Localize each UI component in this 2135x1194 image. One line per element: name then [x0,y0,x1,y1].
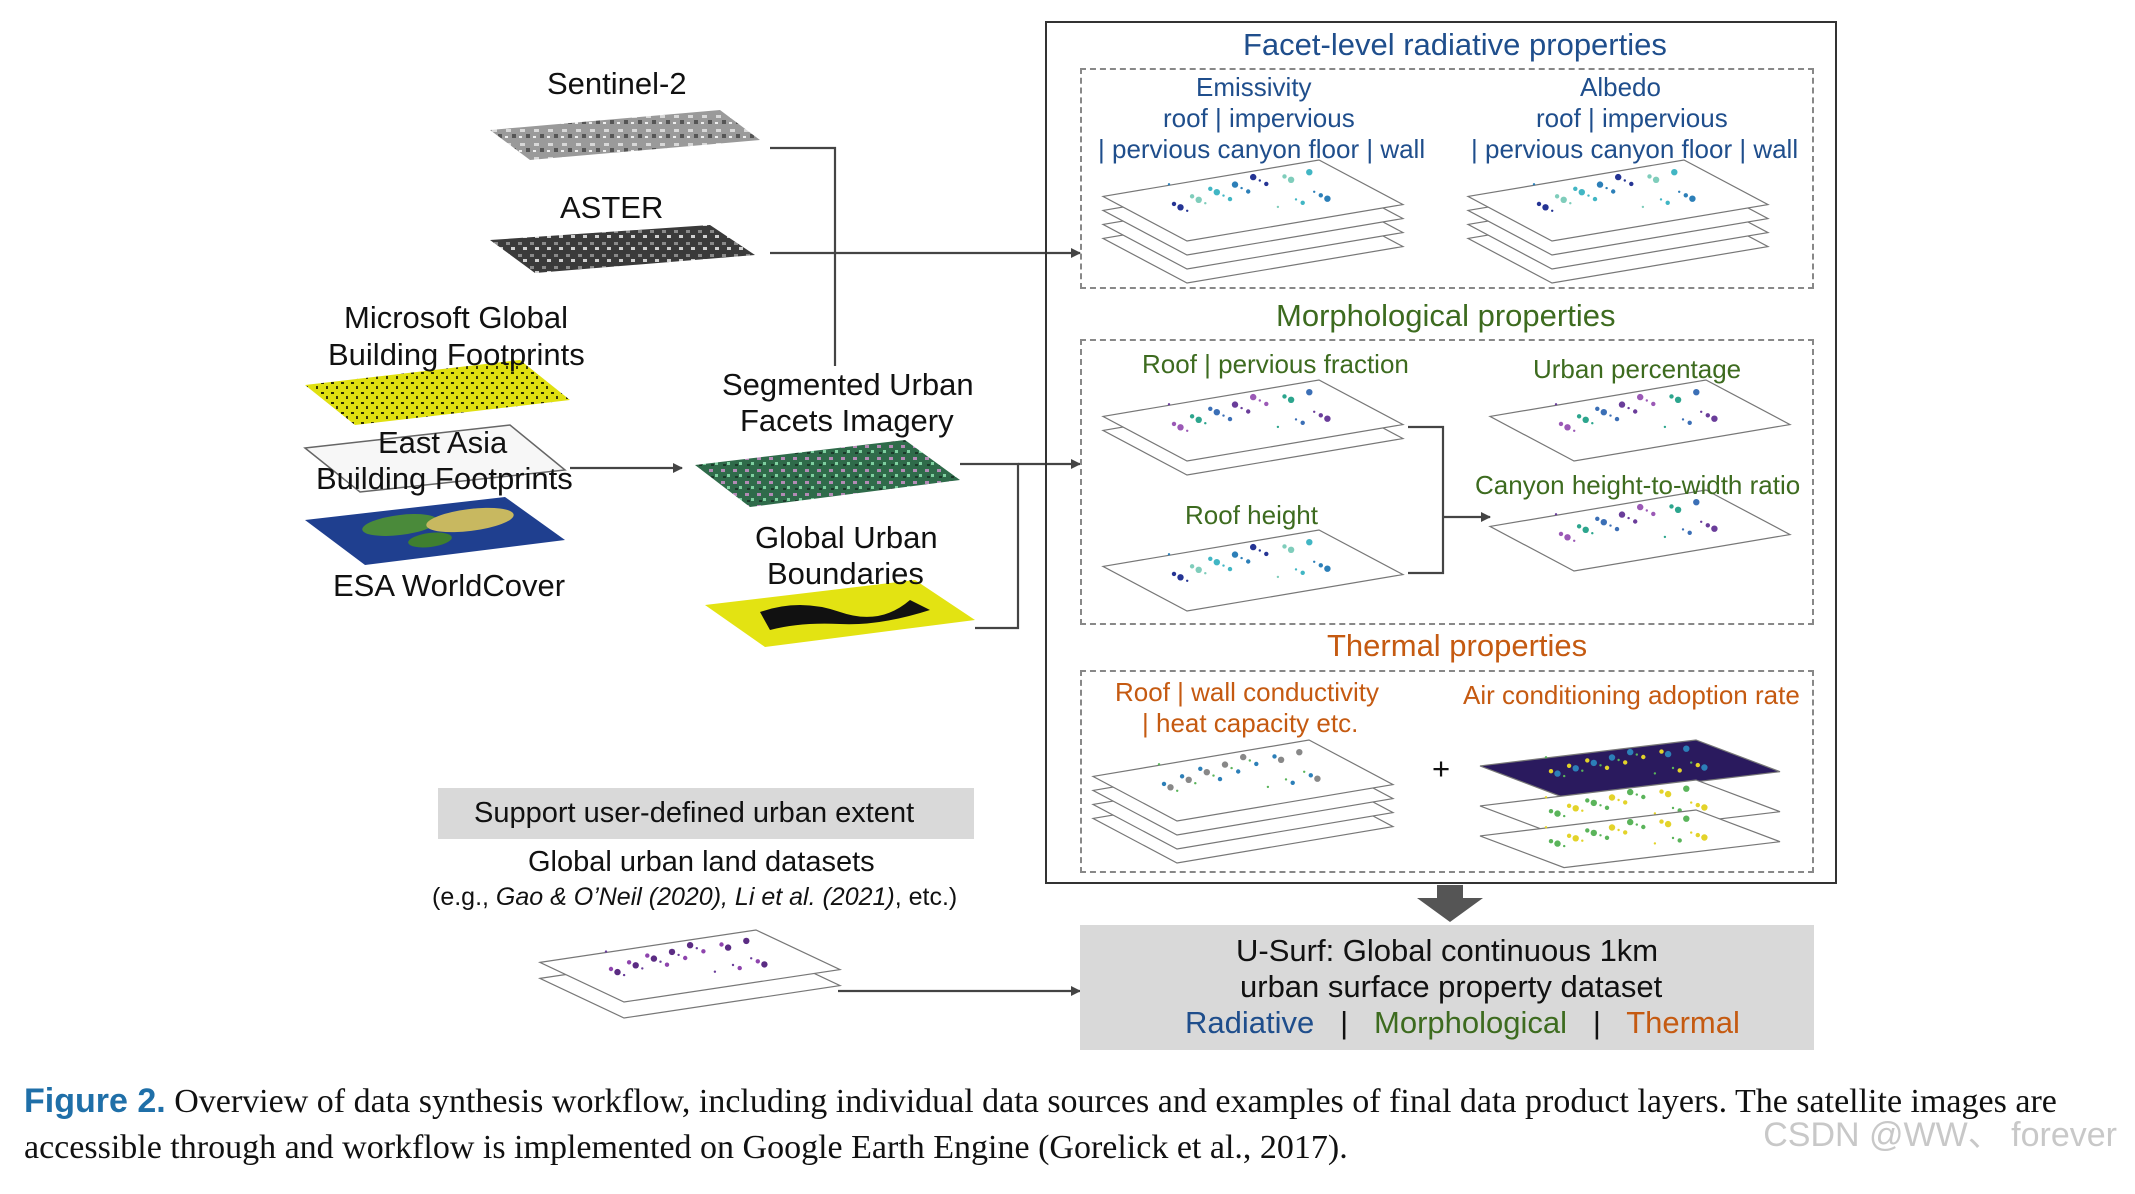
emissivity-label: Emissivity [1196,72,1312,102]
eastasia-footprints-image [303,424,567,493]
eastasia-label-2: Building Footprints [316,461,573,496]
eastasia-label-1: East Asia [378,425,508,460]
references-suffix: , etc.) [894,883,958,911]
map-layer [1101,379,1405,462]
usurf-separator-2: | [1592,1005,1601,1040]
radiative-section [1080,68,1814,289]
references-label: (e.g., Gao & O’Neil (2020), Li et al. (2… [432,882,957,912]
map-layer [1091,739,1395,822]
caption-text: Overview of data synthesis workflow, inc… [24,1083,2057,1166]
map-layer [1466,159,1770,242]
boundaries-label-1: Global Urban [755,520,938,555]
esa-label: ESA WorldCover [333,568,566,603]
roof-height-label: Roof height [1185,500,1318,530]
roof-pervious-label: Roof | pervious fraction [1142,349,1409,379]
map-layer [1479,739,1781,799]
usurf-separator-1: | [1340,1005,1349,1040]
references-prefix: (e.g., [432,883,496,911]
albedo-facets-1: roof | impervious [1536,103,1728,133]
map-layer [1488,379,1792,462]
conductivity-label-1: Roof | wall conductivity [1115,677,1379,707]
map-layer [1488,489,1792,572]
microsoft-footprints-image [305,360,570,425]
ac-rate-label: Air conditioning adoption rate [1463,680,1800,710]
boundaries-label-2: Boundaries [767,556,924,591]
sentinel-image [490,110,760,160]
map-layer [1479,809,1781,869]
usurf-morphological: Morphological [1374,1005,1567,1040]
albedo-facets-2: | pervious canyon floor | wall [1471,134,1799,164]
watermark: CSDN @WW、 forever [1763,1116,2117,1154]
morphological-title: Morphological properties [1276,298,1616,333]
esa-worldcover-image [305,497,565,565]
user-extent-label: Support user-defined urban extent [474,797,915,829]
properties-panel [1045,21,1837,884]
thermal-section [1080,670,1814,873]
segmented-label-1: Segmented Urban [722,367,974,402]
canyon-ratio-label: Canyon height-to-width ratio [1475,470,1801,500]
user-extent-box [438,788,974,839]
figure-label: Figure 2. [24,1082,166,1120]
morphological-section [1080,339,1814,625]
map-layer [537,929,843,1003]
segmented-label-2: Facets Imagery [740,403,954,438]
map-layer [1101,529,1405,612]
connector-lines [570,146,1491,996]
usurf-title-1: U-Surf: Global continuous 1km [1236,933,1659,968]
usurf-title-2: urban surface property dataset [1240,969,1663,1004]
sentinel-label: Sentinel-2 [547,66,687,101]
conductivity-label-2: | heat capacity etc. [1142,708,1359,738]
microsoft-label-2: Building Footprints [328,337,585,372]
aster-image [490,225,755,273]
down-arrow [1417,885,1483,922]
albedo-label: Albedo [1580,72,1661,102]
figure-caption: Figure 2. Overview of data synthesis wor… [24,1078,2114,1171]
segmented-facets-image [695,440,960,507]
emissivity-facets-2: | pervious canyon floor | wall [1098,134,1426,164]
urban-percentage-label: Urban percentage [1533,354,1742,384]
microsoft-label-1: Microsoft Global [344,300,568,335]
urban-boundaries-image [705,580,975,647]
map-layer [1479,779,1781,839]
aster-label: ASTER [560,190,664,225]
plus-sign: + [1432,751,1451,786]
usurf-thermal: Thermal [1626,1005,1740,1040]
map-layer-stacks [537,159,1792,1019]
emissivity-facets-1: roof | impervious [1163,103,1355,133]
map-layer [1101,159,1405,242]
urban-land-datasets-label: Global urban land datasets [528,846,875,878]
usurf-categories: Radiative | Morphological | Thermal [1185,1005,1740,1041]
usurf-radiative: Radiative [1185,1005,1315,1040]
thermal-title: Thermal properties [1327,628,1588,663]
references-citations: Gao & O’Neil (2020), Li et al. (2021) [495,883,895,911]
usurf-box [1080,925,1814,1050]
radiative-title: Facet-level radiative properties [1243,27,1667,62]
